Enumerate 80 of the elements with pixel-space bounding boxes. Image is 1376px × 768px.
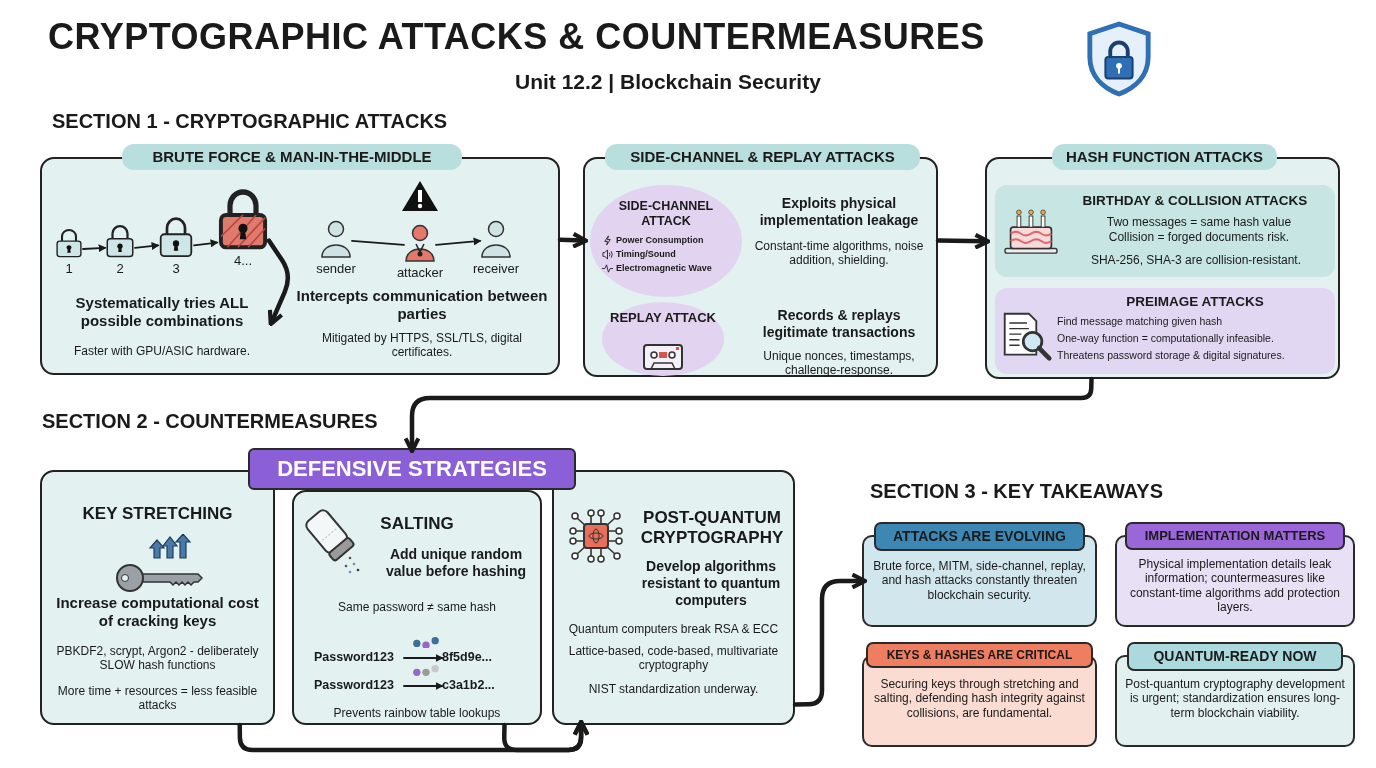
icon-caption: attacker (396, 265, 444, 280)
arrow (193, 239, 219, 248)
description: Securing keys through stretching and salting, defending hash integrity against collisions, are fundamental. (873, 677, 1086, 721)
main-title: CRYPTOGRAPHIC ATTACKS & COUNTERMEASURES (48, 16, 985, 58)
card-title: KEY STRETCHING (81, 504, 234, 525)
section-heading: SECTION 2 - COUNTERMEASURES (42, 410, 378, 433)
list-item: Electromagnetic Wave (616, 263, 713, 274)
password-text: Password123 (314, 678, 395, 693)
description: Lattice-based, code-based, multivariate cryptography (567, 644, 780, 673)
strategy-panel (552, 470, 795, 725)
subtitle: Unit 12.2 | Blockchain Security (515, 70, 821, 94)
card-title: POST-QUANTUM CRYPTOGRAPHY (639, 508, 785, 549)
subheading: Intercepts communication between parties (295, 287, 549, 323)
description: Brute force, MITM, side-channel, replay, and hash attacks constantly threaten blockchain security. (872, 559, 1087, 603)
description: Quantum computers break RSA & ECC (567, 622, 780, 637)
arrow (403, 376, 1094, 454)
arrow (403, 682, 444, 690)
section-heading: SECTION 1 - CRYPTOGRAPHIC ATTACKS (52, 110, 448, 133)
card-title: QUANTUM-READY NOW (1127, 642, 1343, 671)
icon-caption: 1 (65, 261, 73, 276)
description: Post-quantum cryptography development is urgent; standardization ensures long-term blockchain viability. (1124, 677, 1346, 721)
description: SHA-256, SHA-3 are collision-resistant. (1089, 253, 1303, 268)
banner (248, 448, 576, 490)
strategy-panel (292, 490, 542, 725)
card-title: PREIMAGE ATTACKS (1125, 294, 1265, 311)
section-heading: SECTION 3 - KEY TAKEAWAYS (870, 480, 1164, 503)
list-item: Power Consumption (616, 235, 705, 246)
subheading: Records & replays legitimate transactions (761, 307, 917, 341)
description: Physical implementation details leak information; countermeasures like constant-time algorithms add protection layers. (1128, 557, 1342, 615)
connector-line (351, 240, 405, 246)
card-title: KEYS & HASHES ARE CRITICAL (866, 642, 1093, 669)
list-item: Timing/Sound (616, 249, 677, 260)
description: Find message matching given hash (1057, 315, 1224, 328)
subheading: Exploits physical implementation leakage (758, 195, 920, 229)
description: Faster with GPU/ASIC hardware. (72, 344, 252, 359)
card-title: BIRTHDAY & COLLISION ATTACKS (1081, 193, 1309, 210)
description: Mitigated by HTTPS, SSL/TLS, digital certificates. (320, 331, 524, 360)
attack-title: SIDE-CHANNEL ATTACK (617, 199, 715, 229)
arrow (557, 231, 589, 249)
arrow (502, 719, 590, 753)
strategy-panel (40, 470, 275, 725)
description: Same password ≠ same hash (337, 600, 497, 615)
hash-text: 8f5d9e... (442, 650, 494, 665)
card-title: IMPLEMENTATION MATTERS (1125, 522, 1345, 550)
panel-heading: SIDE-CHANNEL & REPLAY ATTACKS (605, 144, 920, 170)
arrow (435, 237, 482, 246)
description: Collision = forged documents risk. (1107, 230, 1291, 245)
icon-caption: 4... (233, 253, 253, 268)
icon-caption: 3 (172, 261, 180, 276)
subheading: Systematically tries ALL possible combinations (74, 294, 250, 330)
icon-caption: 2 (116, 261, 124, 276)
info-card (995, 288, 1335, 374)
description: NIST standardization underway. (587, 682, 760, 697)
icon-caption: receiver (472, 261, 520, 276)
banner-title: DEFENSIVE STRATEGIES (276, 456, 548, 483)
description: Prevents rainbow table lookups (332, 706, 502, 721)
arrow (266, 238, 291, 327)
description: Constant-time algorithms, noise addition, shielding. (753, 239, 925, 268)
attack-title: REPLAY ATTACK (610, 310, 716, 326)
subheading: Develop algorithms resistant to quantum computers (640, 558, 782, 609)
icon-caption: sender (316, 261, 356, 276)
description: Threatens password storage & digital signatures. (1057, 349, 1286, 362)
panel-heading: HASH FUNCTION ATTACKS (1052, 144, 1277, 170)
card-title: ATTACKS ARE EVOLVING (874, 522, 1085, 551)
description: More time + resources = less feasible attacks (56, 684, 259, 713)
description: One-way function = computationally infeasible. (1057, 332, 1275, 345)
subheading: Increase computational cost of cracking keys (55, 594, 260, 630)
arrow (82, 244, 107, 253)
password-text: Password123 (314, 650, 395, 665)
description: Two messages = same hash value (1105, 215, 1293, 230)
card-title: SALTING (379, 514, 455, 535)
subheading: Add unique random value before hashing (384, 546, 527, 580)
arrow (403, 654, 444, 662)
arrow (134, 242, 160, 251)
info-card (995, 185, 1335, 277)
panel-heading: BRUTE FORCE & MAN-IN-THE-MIDDLE (122, 144, 462, 170)
arrow (935, 232, 991, 250)
description: PBKDF2, scrypt, Argon2 - deliberately SLOW hash functions (55, 644, 260, 673)
description: Unique nonces, timestamps, challenge-response. (762, 349, 916, 378)
hash-text: c3a1b2... (442, 678, 496, 693)
